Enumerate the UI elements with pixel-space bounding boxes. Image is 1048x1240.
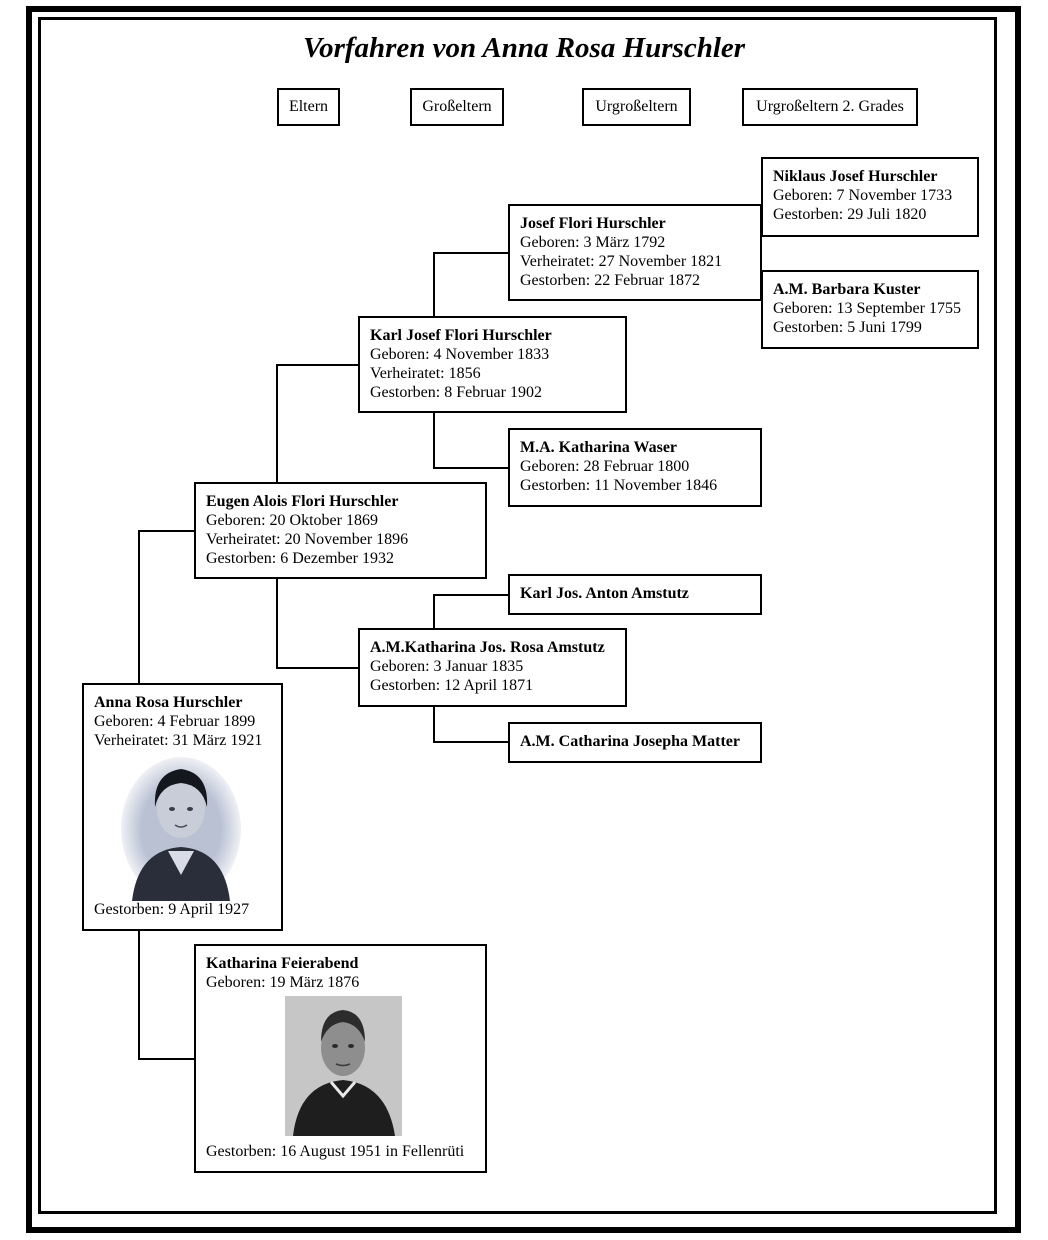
portrait-photo-katharina-feierabend [285,996,402,1136]
marriage-date: Verheiratet: 27 November 1821 [520,253,723,270]
person-box-karl-jos-anton: Karl Jos. Anton Amstutz [508,574,762,615]
birth-date: Geboren: 20 Oktober 1869 [206,512,378,529]
connector [433,412,435,468]
person-name: A.M.Katharina Jos. Rosa Amstutz [370,639,605,656]
death-date: Gestorben: 6 Dezember 1932 [206,550,394,567]
person-name: Katharina Feierabend [206,955,359,972]
connector [276,364,359,366]
birth-date: Geboren: 3 Januar 1835 [370,658,524,675]
person-name: A.M. Catharina Josepha Matter [520,733,740,750]
person-name: A.M. Barbara Kuster [773,281,921,298]
birth-date: Geboren: 28 Februar 1800 [520,458,690,475]
death-date: Gestorben: 29 Juli 1820 [773,206,927,223]
death-date: Gestorben: 8 Februar 1902 [370,384,542,401]
connector [433,706,435,742]
person-box-katharina-feierabend: Katharina Feierabend Geboren: 19 März 18… [194,944,487,1173]
person-box-karl-josef: Karl Josef Flori Hurschler Geboren: 4 No… [358,316,627,413]
person-name: Anna Rosa Hurschler [94,694,243,711]
person-name: Karl Jos. Anton Amstutz [520,585,689,602]
birth-date: Geboren: 3 März 1792 [520,234,666,251]
connector [433,594,509,596]
death-date: Gestorben: 16 August 1951 in Fellenrüti [206,1143,465,1160]
outer-frame [26,6,1021,1233]
connector [433,252,509,254]
birth-date: Geboren: 13 September 1755 [773,300,961,317]
person-box-ma-katharina-waser: M.A. Katharina Waser Geboren: 28 Februar… [508,428,762,507]
death-date: Gestorben: 9 April 1927 [94,901,250,918]
connector [276,578,278,668]
generation-header-urgrosseltern: Urgroßeltern [582,88,691,126]
person-box-am-catharina-matter: A.M. Catharina Josepha Matter [508,722,762,763]
inner-frame [38,17,997,1214]
person-name: Karl Josef Flori Hurschler [370,327,552,344]
birth-date: Geboren: 4 Februar 1899 [94,713,256,730]
death-date: Gestorben: 5 Juni 1799 [773,319,922,336]
connector [138,530,140,685]
connector [433,741,509,743]
birth-date: Geboren: 4 November 1833 [370,346,550,363]
person-box-niklaus-josef: Niklaus Josef Hurschler Geboren: 7 Novem… [761,157,979,237]
person-name: Eugen Alois Flori Hurschler [206,493,399,510]
page-title: Vorfahren von Anna Rosa Hurschler [302,32,746,64]
connector [276,667,359,669]
connector [138,530,195,532]
death-date: Gestorben: 22 Februar 1872 [520,272,700,289]
connector [138,930,140,1059]
person-box-anna-rosa: Anna Rosa Hurschler Geboren: 4 Februar 1… [82,683,283,931]
marriage-date: Verheiratet: 31 März 1921 [94,732,263,749]
person-box-am-katharina-amstutz: A.M.Katharina Jos. Rosa Amstutz Geboren:… [358,628,627,707]
connector [433,252,435,317]
connector [276,364,278,483]
generation-header-grosseltern: Großeltern [410,88,504,126]
generation-header-eltern: Eltern [277,88,340,126]
connector [433,467,509,469]
generation-header-urgrosseltern-2: Urgroßeltern 2. Grades [742,88,918,126]
connector [433,594,435,629]
connector [138,1058,195,1060]
person-box-am-barbara-kuster: A.M. Barbara Kuster Geboren: 13 Septembe… [761,270,979,349]
person-name: M.A. Katharina Waser [520,439,678,456]
birth-date: Geboren: 19 März 1876 [206,974,360,991]
person-box-eugen: Eugen Alois Flori Hurschler Geboren: 20 … [194,482,487,579]
person-box-josef-flori: Josef Flori Hurschler Geboren: 3 März 17… [508,204,762,301]
person-name: Josef Flori Hurschler [520,215,666,232]
death-date: Gestorben: 12 April 1871 [370,677,534,694]
birth-date: Geboren: 7 November 1733 [773,187,953,204]
portrait-photo-anna-rosa [121,757,241,901]
person-name: Niklaus Josef Hurschler [773,168,938,185]
marriage-date: Verheiratet: 20 November 1896 [206,531,409,548]
death-date: Gestorben: 11 November 1846 [520,477,718,494]
marriage-date: Verheiratet: 1856 [370,365,481,382]
